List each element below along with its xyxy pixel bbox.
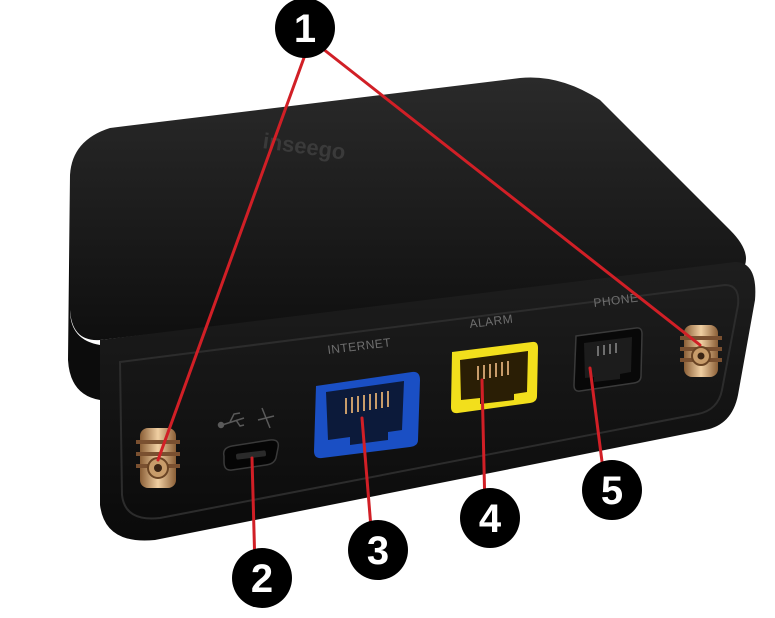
micro-usb-port (222, 439, 280, 471)
callout-lines (156, 43, 702, 570)
callout-5: 5 (582, 460, 642, 520)
device-front-panel (100, 262, 756, 541)
phone-port (573, 327, 643, 392)
svg-text:3: 3 (367, 529, 389, 573)
callout-4: 4 (460, 488, 520, 548)
panel-bezel (118, 283, 740, 520)
device-left-side (68, 175, 100, 400)
phone-port-label: PHONE (593, 291, 640, 310)
alarm-port (451, 341, 538, 414)
svg-text:4: 4 (479, 497, 502, 541)
power-plus-icon (257, 407, 275, 429)
callout-1: 1 (275, 0, 335, 58)
svg-text:5: 5 (601, 469, 623, 513)
callout-3: 3 (348, 520, 408, 580)
callout-2: 2 (232, 548, 292, 608)
internet-port (314, 371, 420, 459)
callout-line-1a (156, 53, 307, 462)
callout-line-1b (316, 43, 702, 347)
callout-line-3 (360, 416, 374, 542)
svg-text:1: 1 (294, 7, 316, 51)
alarm-port-label: ALARM (469, 312, 514, 331)
usb-symbol-icon (217, 412, 245, 429)
callout-line-4 (480, 378, 487, 512)
device-top-surface (70, 77, 746, 341)
svg-text:2: 2 (251, 557, 273, 601)
